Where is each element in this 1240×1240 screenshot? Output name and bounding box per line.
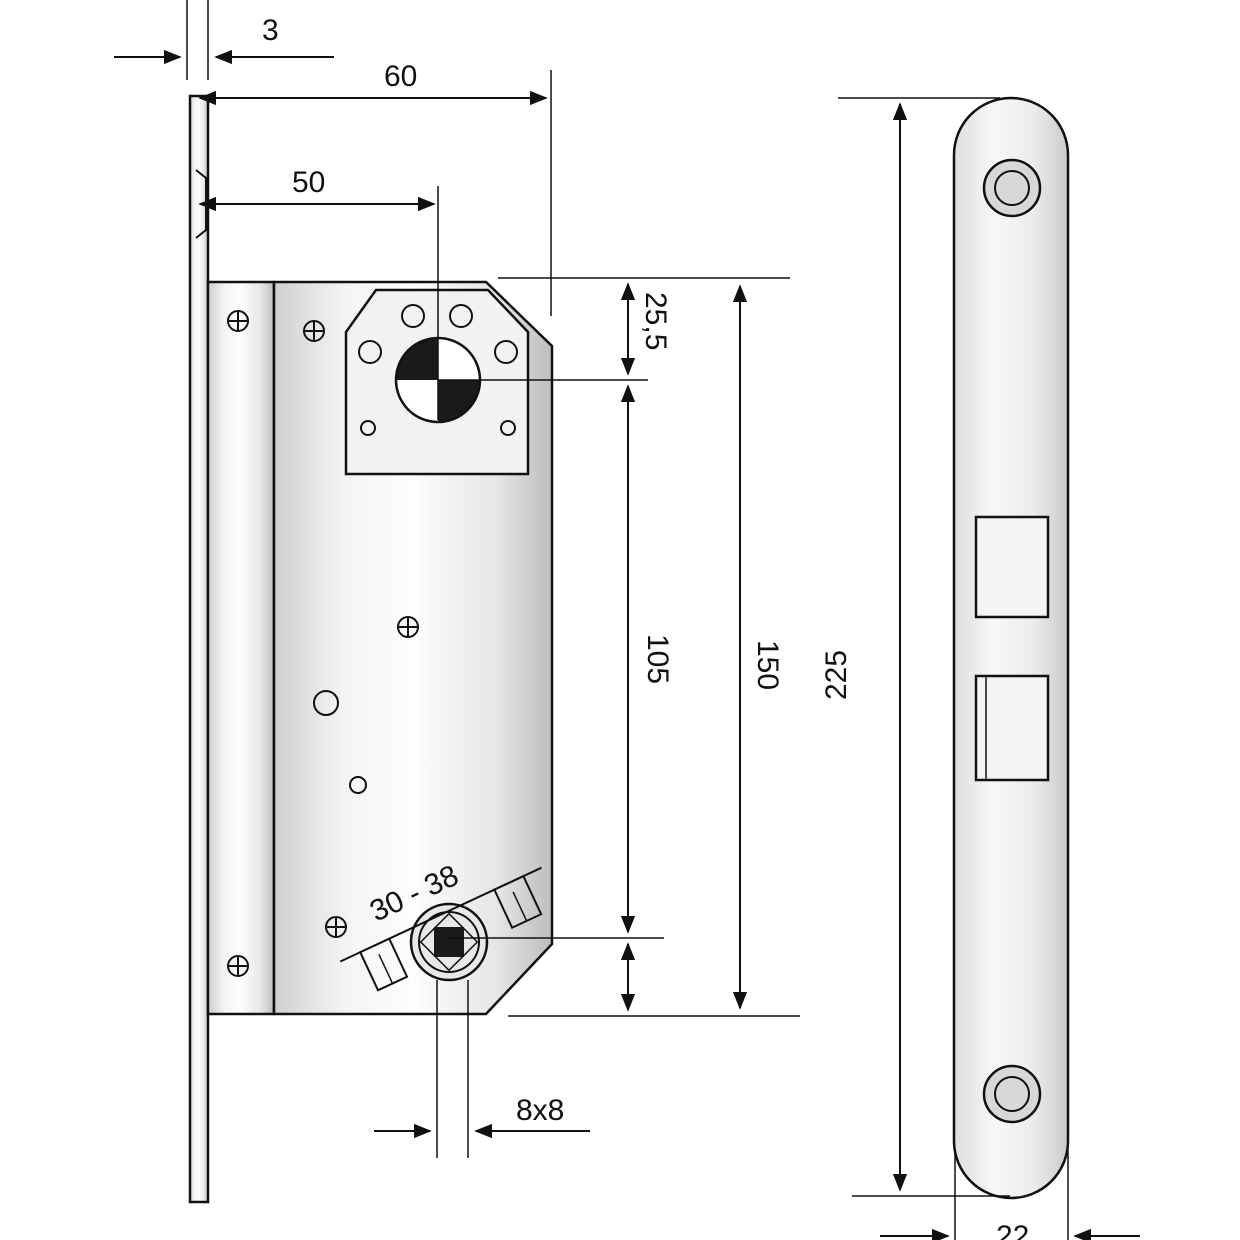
latch-opening [974, 515, 1050, 619]
dim-label-60: 60 [384, 60, 417, 93]
screw-icon [227, 955, 249, 977]
dim-label-22: 22 [996, 1220, 1029, 1240]
dimension-cylinder-offset: 25,5 [620, 282, 672, 376]
dimension-backset: 50 [198, 166, 439, 420]
screw-icon [227, 310, 249, 332]
dim-label-8x8: 8x8 [516, 1094, 564, 1127]
faceplate-screw-hole [982, 158, 1042, 218]
dim-label-50: 50 [292, 166, 325, 199]
screw-icon [325, 916, 347, 938]
dimension-faceplate-thickness: 3 [114, 0, 334, 80]
dim-label-25-5: 25,5 [639, 292, 672, 350]
mounting-hole [313, 690, 339, 716]
screw-icon [303, 320, 325, 342]
body-rail [206, 280, 276, 1016]
dimension-faceplate-width: 22 [880, 1150, 1140, 1240]
bolt-opening [974, 674, 1050, 782]
faceplate-screw-hole [982, 1064, 1042, 1124]
dim-label-3: 3 [262, 14, 279, 47]
screw-icon [397, 616, 419, 638]
dimension-spindle: 8x8 [374, 980, 590, 1158]
door-thickness-gauge [339, 866, 543, 992]
dimension-body-height: 150 [732, 284, 784, 1010]
faceplate-side [188, 94, 210, 1204]
faceplate-front [952, 96, 1070, 1200]
mounting-hole [349, 776, 367, 794]
spindle-hub [409, 902, 489, 982]
dimension-faceplate-height: 225 [820, 97, 1010, 1197]
dimension-center-distance: 105 [620, 384, 674, 1012]
dim-label-225: 225 [820, 650, 853, 700]
dim-label-105: 105 [641, 634, 674, 684]
dim-label-150: 150 [751, 640, 784, 690]
lock-body [188, 94, 554, 1204]
dimension-total-depth: 60 [198, 60, 552, 316]
